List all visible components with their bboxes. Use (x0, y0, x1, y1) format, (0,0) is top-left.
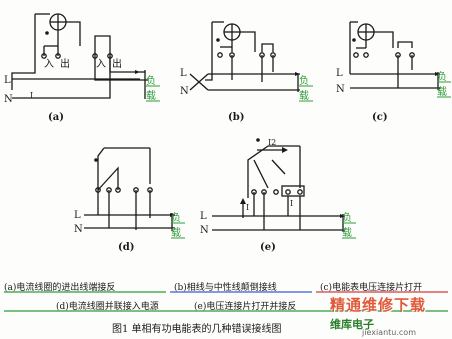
watermark-url: jiexiantu.com (362, 328, 416, 337)
e-line-label: L (200, 211, 207, 222)
e-current-3: I (290, 199, 293, 208)
a-out-label: 出 (60, 57, 70, 70)
b-load-label: 负 (299, 74, 309, 87)
a-out-label-2: 出 (112, 57, 122, 70)
caption-e: (e)电压连接片打开并接反 (194, 302, 297, 312)
caption-b: (b)相线与中性线颠倒接线 (174, 283, 277, 293)
a-neutral-label: N (4, 94, 13, 105)
b-line-label: L (180, 68, 187, 79)
watermark-sub-text: 维库电子 (330, 318, 374, 331)
c-load-label-2: 载 (437, 86, 447, 98)
caption-d: (d)电流线圈并联接入电源 (56, 302, 159, 312)
a-in-label: 入 (44, 59, 54, 70)
diagram-e (212, 145, 345, 232)
b-caption-label: (b) (228, 112, 244, 123)
a-line-label: L (4, 75, 11, 86)
d-load-label: 负 (171, 211, 181, 224)
e-caption-label: (e) (260, 242, 276, 253)
b-neutral-label: N (180, 86, 189, 97)
d-neutral-label: N (74, 224, 83, 235)
e-load-label: 负 (342, 211, 352, 224)
diagram-b (189, 21, 300, 92)
diagram-c (349, 21, 440, 90)
diagram-a (11, 13, 148, 99)
c-load-label: 负 (437, 70, 447, 83)
d-load-label-2: 载 (171, 227, 181, 239)
caption-a: (a)电流线圈的进出线端接反 (4, 283, 116, 293)
c-line-label: L (336, 68, 343, 79)
a-load-label: 负 (146, 74, 156, 87)
diagram-d (84, 147, 175, 231)
figure-title: 图1 单相有功电能表的几种错误接线图 (112, 324, 282, 335)
b-load-label-2: 载 (299, 90, 309, 102)
d-caption-label: (d) (118, 242, 134, 253)
watermark-logo-text: 精通维修下载 (330, 296, 427, 314)
caption-c: (c)电能表电压连接片打开 (320, 283, 423, 293)
c-neutral-label: N (336, 84, 345, 95)
a-in-label-2: 入 (96, 59, 106, 70)
e-load-label-2: 载 (342, 227, 352, 239)
a-load-label-2: 载 (146, 90, 156, 102)
a-caption-label: (a) (48, 112, 64, 123)
e-current-2: I2 (268, 138, 276, 147)
d-line-label: L (74, 210, 81, 221)
e-neutral-label: N (200, 225, 209, 236)
e-current-1: I (246, 203, 249, 212)
a-current-label: I (30, 91, 33, 100)
c-caption-label: (c) (372, 112, 388, 123)
